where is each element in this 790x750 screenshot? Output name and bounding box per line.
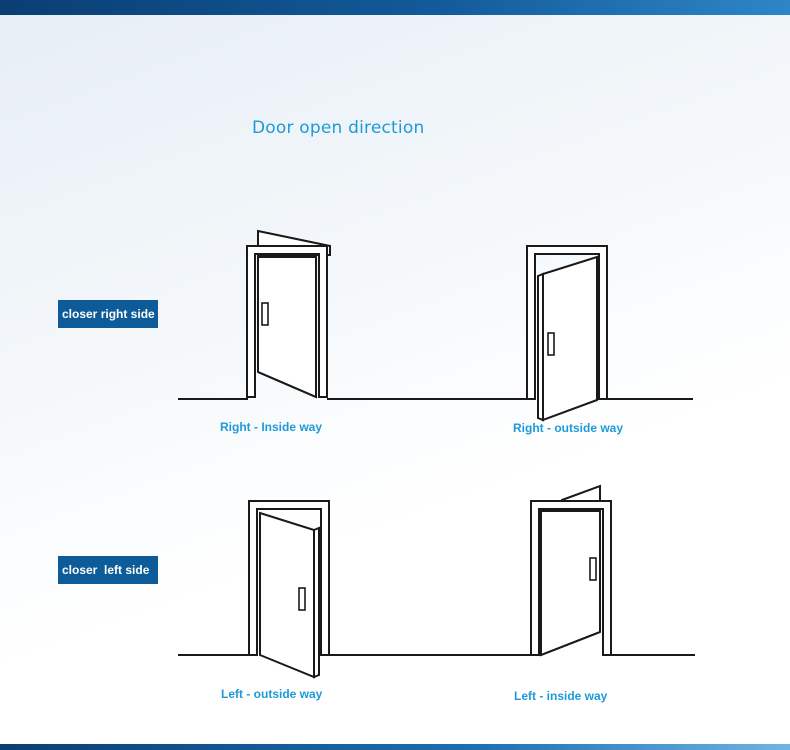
door-handle-icon	[261, 302, 269, 326]
caption-left-inside: Left - inside way	[514, 689, 608, 703]
door-left-outside-icon	[248, 500, 330, 679]
top-banner-bar	[0, 0, 790, 15]
floor-line	[178, 397, 248, 400]
door-left-inside-icon	[530, 484, 612, 657]
page-title: Door open direction	[252, 118, 425, 138]
door-handle-icon	[298, 587, 306, 611]
row-label-closer-left: closer left side	[58, 556, 158, 584]
door-handle-icon	[547, 332, 555, 356]
caption-left-outside: Left - outside way	[221, 687, 323, 701]
door-right-inside-icon	[246, 229, 331, 399]
row-label-closer-right: closer right side	[58, 300, 158, 328]
door-handle-icon	[589, 557, 597, 581]
door-right-outside-icon	[526, 245, 608, 422]
bottom-banner-bar	[0, 744, 790, 750]
caption-right-outside: Right - outside way	[513, 421, 624, 435]
caption-right-inside: Right - Inside way	[220, 420, 323, 434]
